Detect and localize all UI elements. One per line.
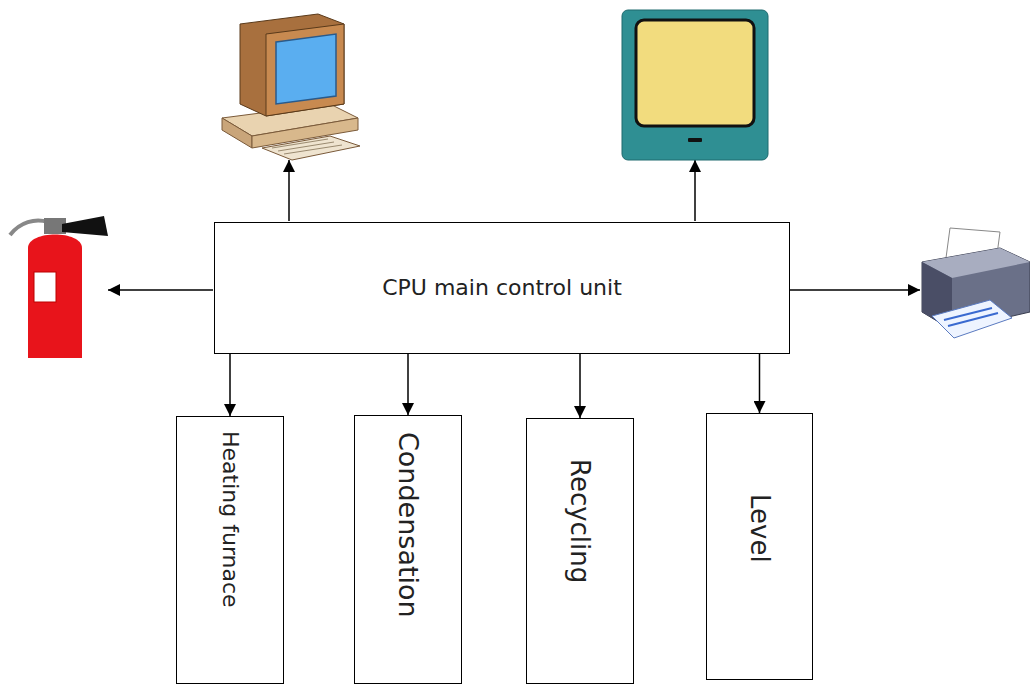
vertical-box-label: Heating furnace	[217, 431, 241, 608]
process-box: Heating furnace	[176, 416, 284, 684]
fire-extinguisher-icon	[10, 216, 108, 358]
arrow-connector	[579, 354, 581, 418]
arrow-connector	[759, 354, 761, 413]
main-control-box: CPU main control unit	[214, 222, 790, 354]
box-label: CPU main control unit	[382, 276, 622, 300]
arrow-connector	[407, 354, 409, 415]
computer-icon	[222, 14, 360, 160]
vertical-box-label: Condensation	[393, 432, 423, 618]
monitor-icon	[622, 10, 768, 160]
process-box: Recycling	[526, 418, 634, 684]
vertical-box-label: Level	[745, 494, 774, 563]
process-box: Condensation	[354, 415, 462, 684]
printer-icon	[922, 228, 1030, 338]
process-box: Level	[706, 413, 813, 680]
arrow-connector	[229, 354, 231, 416]
vertical-box-label: Recycling	[565, 459, 594, 583]
